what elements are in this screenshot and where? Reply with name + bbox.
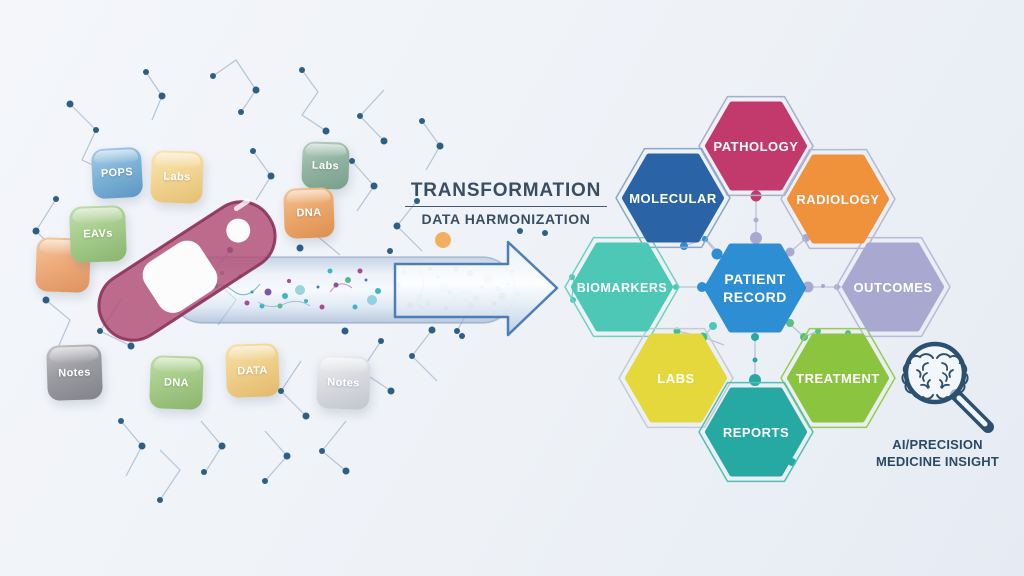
network-dots	[32, 67, 548, 503]
ai-insight-line2: MEDICINE INSIGHT	[875, 453, 1000, 469]
hexagon-reports: REPORTS	[705, 387, 807, 477]
svg-text:RADIOLOGY: RADIOLOGY	[796, 192, 879, 207]
orange-blob	[435, 232, 451, 248]
svg-text:PATHOLOGY: PATHOLOGY	[714, 139, 799, 154]
slide-hole	[226, 218, 251, 243]
svg-text:BIOMARKERS: BIOMARKERS	[577, 281, 667, 295]
hexagon-cells: PATHOLOGY MOLECULAR RADIOLOGY BIOMARKERS…	[571, 101, 944, 477]
transformation-title: TRANSFORMATION	[404, 180, 608, 207]
ai-insight-label: AI/PRECISION MEDICINE INSIGHT	[855, 437, 1020, 471]
svg-text:OUTCOMES: OUTCOMES	[853, 280, 932, 295]
transformation-header: TRANSFORMATION DATA HARMONIZATION	[396, 180, 616, 227]
svg-text:RECORD: RECORD	[723, 289, 787, 305]
hexagon-patient-record: PATIENT RECORD	[704, 243, 806, 333]
transformation-arrow	[393, 240, 559, 337]
hexagon-treatment: TREATMENT	[787, 333, 889, 423]
svg-text:REPORTS: REPORTS	[723, 425, 789, 440]
hexagon-biomarkers: BIOMARKERS	[571, 242, 673, 332]
svg-text:LABS: LABS	[657, 371, 694, 386]
svg-text:PATIENT: PATIENT	[724, 271, 785, 287]
hexagon-pathology: PATHOLOGY	[705, 101, 807, 191]
transformation-subtitle: DATA HARMONIZATION	[421, 211, 591, 227]
svg-text:TREATMENT: TREATMENT	[796, 371, 880, 386]
hexagon-radiology: RADIOLOGY	[787, 154, 889, 244]
microscope-slide	[97, 198, 277, 342]
hexagon-labs: LABS	[625, 333, 727, 423]
svg-text:MOLECULAR: MOLECULAR	[629, 191, 717, 206]
brain-magnifier-icon	[901, 341, 994, 433]
ai-insight-line1: AI/PRECISION	[892, 437, 983, 452]
hexagon-outcomes: OUTCOMES	[842, 242, 944, 332]
hexagon-molecular: MOLECULAR	[622, 153, 724, 243]
slide-window	[142, 240, 218, 313]
